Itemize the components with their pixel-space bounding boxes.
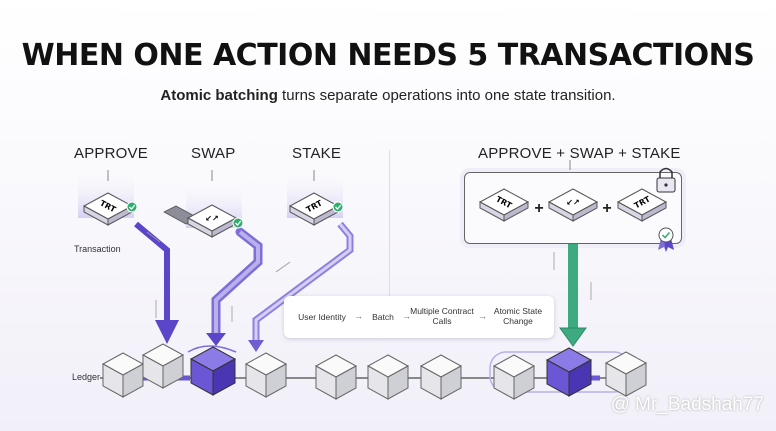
- ledger-block-1: [102, 352, 144, 398]
- ledger-block-6: [367, 354, 409, 400]
- ledger-label: Ledger: [72, 372, 101, 382]
- stake-label: STAKE: [292, 145, 342, 162]
- swap-flow-arrowhead: [206, 333, 226, 346]
- swap-check-icon: [232, 217, 244, 229]
- ledger-block-10: [605, 351, 647, 397]
- swap-chip-glyph: ↙↗: [205, 214, 218, 223]
- lock-icon: [656, 167, 676, 193]
- ledger-bracket-left: [187, 345, 237, 353]
- flow-multiple-contract-calls-line2: Calls: [432, 316, 452, 326]
- flow-batch: Batch: [372, 312, 394, 322]
- ledger-block-7: [420, 354, 462, 400]
- flow-multiple-contract-calls-line1: Multiple Contract: [410, 306, 474, 316]
- ledger-block-highlight-left: [190, 346, 236, 396]
- flow-user-identity: User Identity: [298, 312, 346, 322]
- swap-flow-path-inner: [214, 230, 260, 335]
- ledger-block-highlight-right: [546, 347, 592, 397]
- side-arrow-2: [275, 261, 291, 273]
- stake-flow-path-inner: [254, 223, 352, 342]
- ledger-block-5: [315, 354, 357, 400]
- flow-card: User Identity → Batch → Multiple Contrac…: [284, 296, 554, 338]
- section-divider: [389, 150, 390, 330]
- subtitle-bold: Atomic batching: [160, 87, 278, 104]
- transaction-label: Transaction: [74, 244, 121, 254]
- flow-arrow-1: →: [354, 311, 363, 321]
- flow-atomic-state-change-line2: Change: [503, 316, 533, 326]
- batched-label: APPROVE + SWAP + STAKE: [478, 145, 681, 162]
- approve-label: APPROVE: [74, 145, 148, 162]
- watermark: @ Mr_Badshah77: [610, 394, 764, 415]
- flow-arrow-3: →: [478, 311, 487, 321]
- subtitle-rest: turns separate operations into one state…: [277, 87, 616, 104]
- flow-atomic-state-change-line1: Atomic State: [493, 306, 543, 316]
- page-title: WHEN ONE ACTION NEEDS 5 TRANSACTIONS: [21, 38, 755, 73]
- flow-arrow-2: →: [402, 311, 411, 321]
- swap-label: SWAP: [191, 145, 236, 162]
- stake-check-icon: [332, 201, 344, 213]
- bundle-plus-1: +: [534, 200, 543, 217]
- ledger-block-2: [142, 343, 184, 389]
- side-arrow-1: [146, 231, 161, 243]
- stake-flow-arrowhead: [248, 340, 264, 352]
- flow-atomic-state-change: Atomic State Change: [490, 306, 546, 326]
- bundle-plus-2: +: [602, 200, 611, 217]
- bundle-swap-chip-glyph: ↙↗: [566, 198, 579, 207]
- ledger-block-4: [245, 352, 287, 398]
- page-subtitle: Atomic batching turns separate operation…: [0, 87, 776, 104]
- flow-multiple-contract-calls: Multiple Contract Calls: [410, 306, 474, 326]
- approve-check-icon: [126, 201, 138, 213]
- batched-flow-arrowhead: [559, 327, 587, 347]
- approve-flow-path: [134, 221, 179, 344]
- verified-badge-icon: [658, 227, 674, 252]
